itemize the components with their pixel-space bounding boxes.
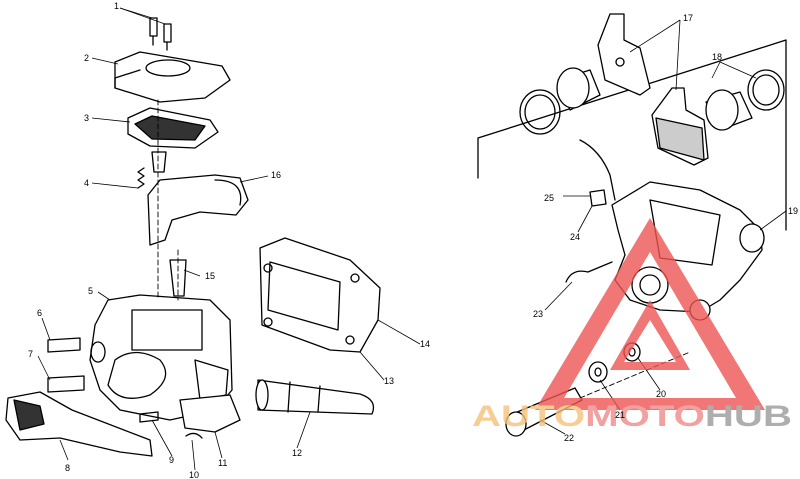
lever-arm bbox=[147, 174, 249, 246]
callout-labels: 1 2 3 4 5 6 7 8 9 10 11 12 13 14 15 16 1… bbox=[28, 1, 798, 479]
assembly-axis bbox=[157, 99, 179, 301]
seal-ring-right bbox=[747, 69, 785, 111]
callout-4: 4 bbox=[84, 178, 89, 188]
pad-clip bbox=[565, 261, 613, 283]
brake-hose bbox=[579, 139, 616, 201]
bolt-6 bbox=[47, 337, 81, 353]
callout-1: 1 bbox=[114, 1, 119, 11]
callout-22: 22 bbox=[564, 433, 574, 443]
watermark-inner-triangle-icon bbox=[610, 300, 690, 370]
callout-15: 15 bbox=[205, 271, 215, 281]
callout-2: 2 bbox=[84, 53, 89, 63]
callout-23: 23 bbox=[533, 309, 543, 319]
watermark-text-moto: MOTO bbox=[585, 400, 705, 433]
circlip bbox=[185, 432, 203, 439]
callout-21: 21 bbox=[615, 410, 625, 420]
seal-ring-left bbox=[519, 89, 561, 135]
callout-19: 19 bbox=[788, 206, 798, 216]
lever-screw bbox=[139, 411, 159, 423]
bolt-7 bbox=[47, 375, 85, 393]
spring bbox=[137, 167, 145, 189]
push-rod bbox=[257, 379, 375, 415]
handlebar-clamp bbox=[179, 394, 241, 433]
callout-9: 9 bbox=[169, 455, 174, 465]
callout-12: 12 bbox=[292, 448, 302, 458]
callout-16: 16 bbox=[271, 170, 281, 180]
callout-17: 17 bbox=[683, 13, 693, 23]
callout-18: 18 bbox=[712, 52, 722, 62]
piston bbox=[151, 151, 167, 173]
callout-25: 25 bbox=[544, 193, 554, 203]
washer-21 bbox=[588, 361, 608, 383]
brake-pad-outer bbox=[597, 13, 651, 96]
callout-3: 3 bbox=[84, 113, 89, 123]
callout-7: 7 bbox=[28, 349, 33, 359]
watermark-text-hub: HUB bbox=[705, 400, 792, 433]
cover-plate bbox=[259, 237, 381, 353]
watermark-triangle-icon bbox=[535, 218, 765, 410]
callout-6: 6 bbox=[37, 308, 42, 318]
callout-10: 10 bbox=[189, 470, 199, 479]
callout-11: 11 bbox=[218, 458, 227, 468]
callout-8: 8 bbox=[65, 463, 70, 473]
callout-5: 5 bbox=[88, 286, 93, 296]
callout-13: 13 bbox=[384, 376, 394, 386]
callout-20: 20 bbox=[656, 389, 666, 399]
callout-24: 24 bbox=[570, 232, 580, 242]
bleeder-valve bbox=[589, 189, 607, 207]
watermark-text-auto: AUTO bbox=[472, 400, 585, 433]
screw-pair bbox=[149, 17, 172, 51]
callout-14: 14 bbox=[420, 339, 430, 349]
brake-lever bbox=[5, 391, 153, 457]
reservoir-cover bbox=[114, 51, 231, 103]
leader-lines bbox=[37, 7, 787, 471]
